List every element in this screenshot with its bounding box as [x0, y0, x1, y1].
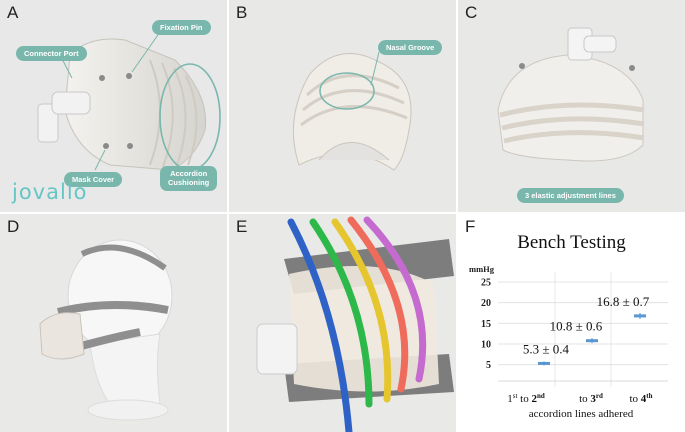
- panel-a: A Fixation Pin Connector Port Mask Cover…: [0, 0, 227, 212]
- elastic-line-blue: [287, 218, 353, 432]
- x-tick-label: to 4th​: [629, 392, 652, 405]
- connector-port-callout: Connector Port: [16, 46, 87, 61]
- y-tick-label: 20: [481, 298, 491, 309]
- mask-front-illustration: [292, 51, 412, 171]
- accordion-lines-illustration: [256, 216, 454, 432]
- x-tick-label: 1st​ to 2nd​: [507, 392, 545, 405]
- fixation-pin-callout: Fixation Pin: [152, 20, 211, 35]
- nasal-groove-callout: Nasal Groove: [378, 40, 443, 55]
- panel-label: F: [465, 217, 476, 236]
- y-axis-label: mmHg: [469, 264, 495, 274]
- elastic-line-green: [309, 218, 373, 408]
- y-tick-label: 5: [486, 360, 491, 371]
- mask-side-illustration: [37, 31, 221, 171]
- accordion-cushioning-callout: Accordion Cushioning: [160, 166, 218, 191]
- panel-f: F Bench Testing mmHg 5 10 15 20 25 5.3 ± 0.4 10…: [458, 214, 685, 432]
- x-tick-label: to 3rd​: [579, 392, 603, 405]
- mask-cover-callout: Mask Cover: [64, 172, 123, 187]
- elastic-line-red: [347, 216, 409, 393]
- y-tick-label: 10: [481, 340, 491, 351]
- elastic-line-purple: [363, 216, 427, 383]
- y-tick-label: 15: [481, 319, 491, 330]
- bench-testing-chart: mmHg 5 10 15 20 25 5.3 ± 0.4 10.8 ± 0.6 16.8 ± 0…: [469, 264, 668, 420]
- mannequin-illustration: [39, 239, 173, 421]
- mask-rear-illustration: [497, 27, 645, 162]
- panel-label: B: [236, 3, 248, 22]
- panel-e: E: [229, 214, 456, 432]
- panel-label: A: [7, 3, 19, 22]
- value-label: 10.8 ± 0.6: [550, 319, 603, 334]
- panel-d: D: [0, 214, 227, 432]
- value-label: 5.3 ± 0.4: [523, 341, 570, 356]
- panel-label: D: [7, 217, 20, 236]
- value-label: 16.8 ± 0.7: [597, 294, 650, 309]
- panel-label: C: [465, 3, 478, 22]
- brand-logo: jovallo: [12, 180, 88, 204]
- elastic-line-yellow: [331, 218, 392, 403]
- panel-b: B Nasal Groove: [229, 0, 456, 212]
- panel-label: E: [236, 217, 248, 236]
- y-tick-label: 25: [481, 278, 491, 289]
- panel-c: C 3 elastic adjustment lines: [458, 0, 685, 212]
- chart-title: Bench Testing: [517, 232, 626, 253]
- x-axis-label: accordion lines adhered: [529, 408, 634, 420]
- elastic-lines-callout: 3 elastic adjustment lines: [517, 188, 624, 203]
